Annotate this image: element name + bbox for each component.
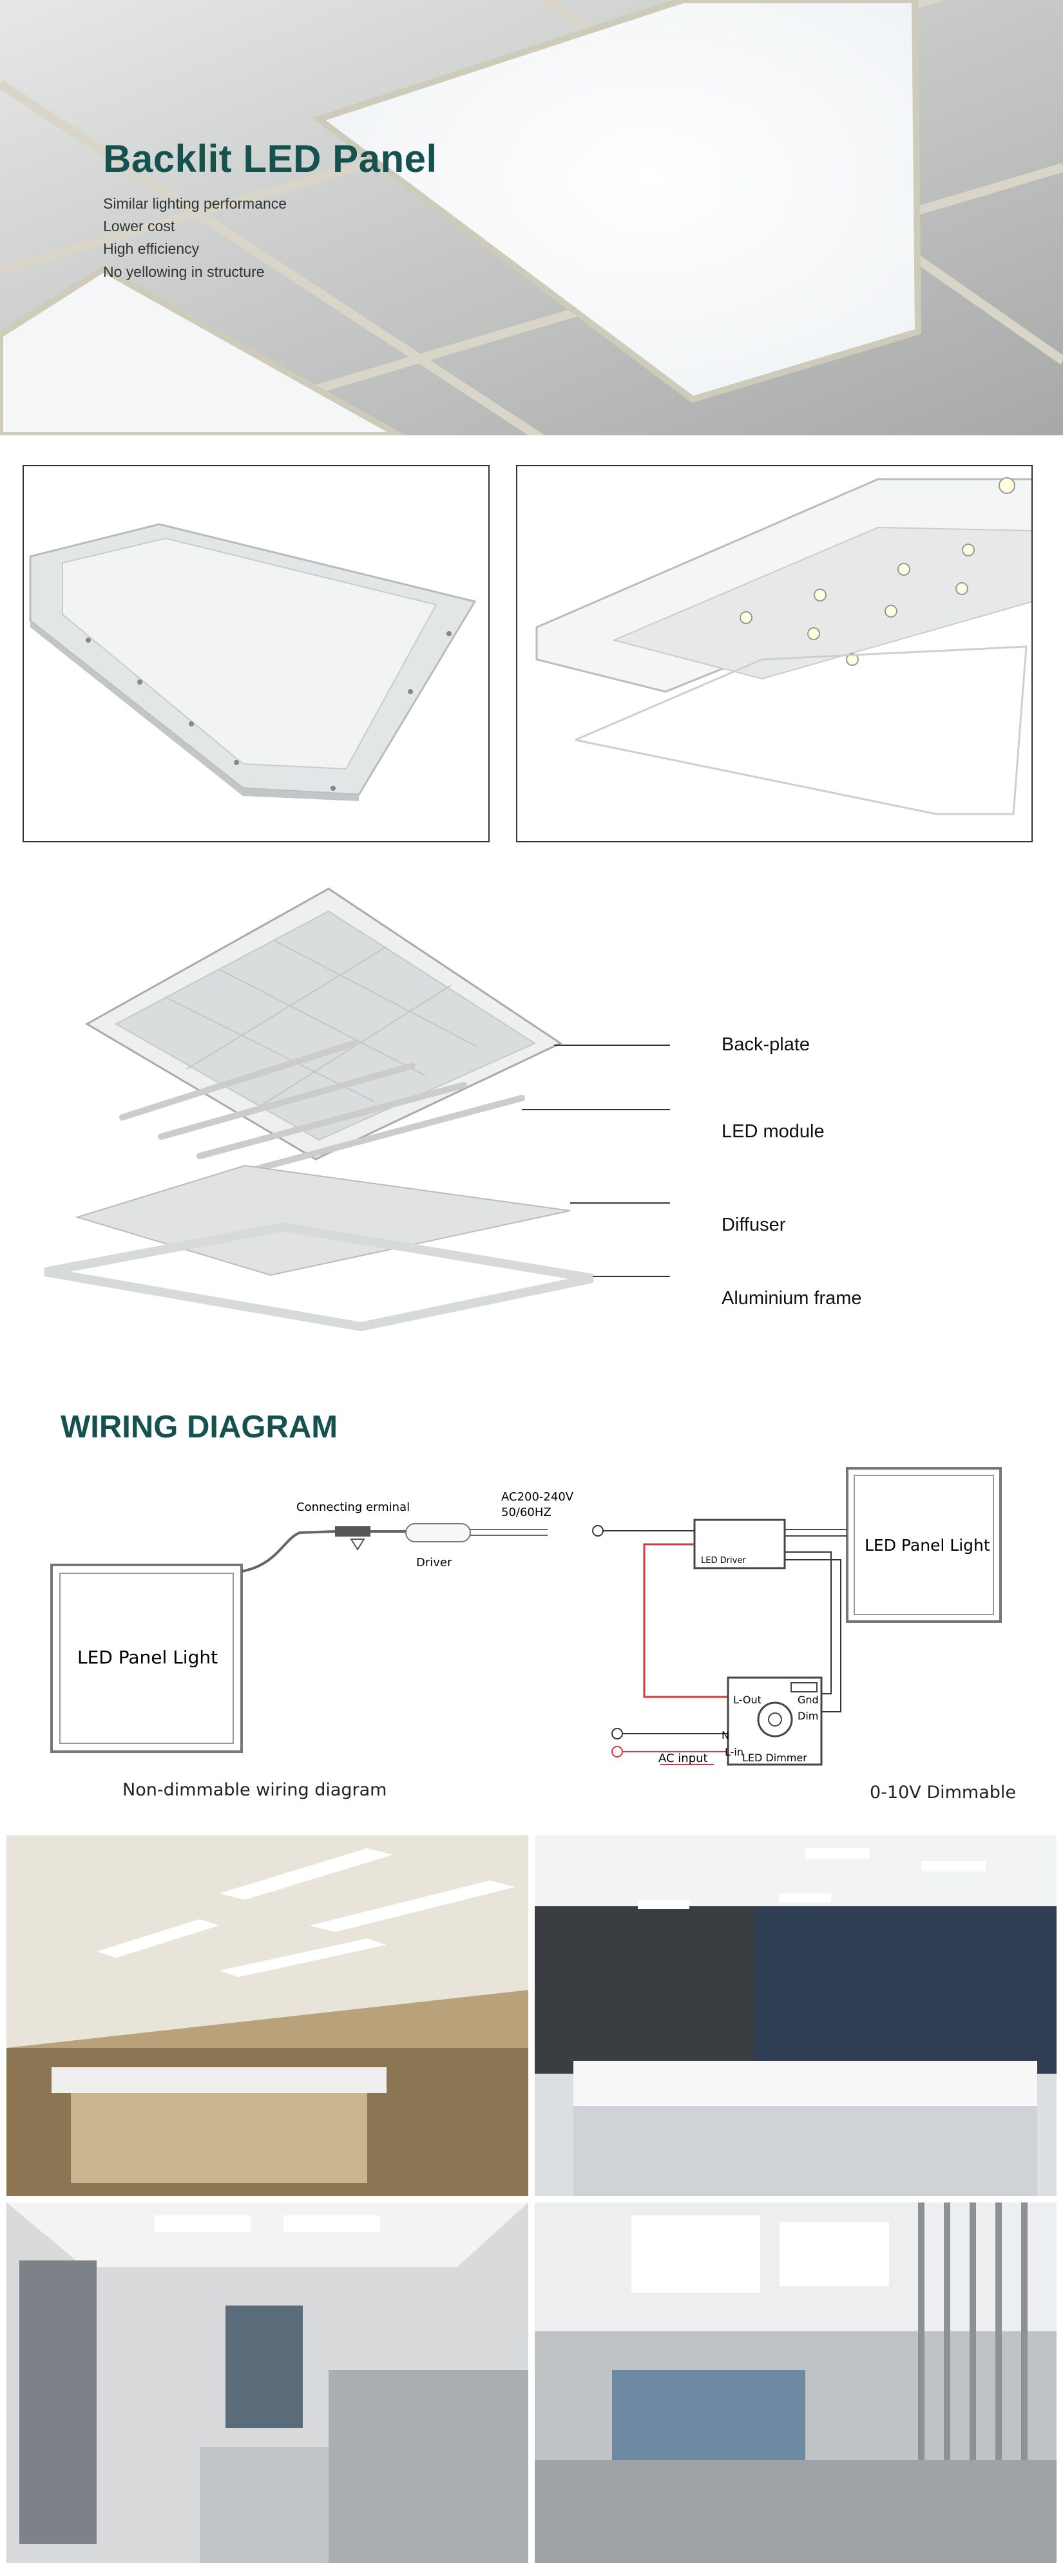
- dimmable-caption: 0-10V Dimmable: [870, 1783, 1017, 1803]
- label-back-plate: Back-plate: [722, 1034, 810, 1055]
- application-photo-showroom: [6, 1835, 528, 2196]
- l-out-label: L-Out: [733, 1694, 761, 1706]
- n-label: N: [722, 1729, 729, 1741]
- led-driver-label: LED Driver: [701, 1556, 746, 1566]
- hero-title: Backlit LED Panel: [103, 137, 437, 180]
- label-diffuser: Diffuser: [722, 1215, 786, 1235]
- office-photo: [535, 1835, 1057, 2196]
- ac-input-label: AC input: [658, 1752, 708, 1765]
- application-photo-kitchen: [6, 2202, 528, 2563]
- ac-spec-line1: AC200-240V: [501, 1490, 574, 1504]
- showroom-photo: [6, 1835, 528, 2196]
- application-photo-lobby: [535, 2202, 1057, 2563]
- label-aluminium-frame: Aluminium frame: [722, 1288, 862, 1309]
- label-led-module: LED module: [722, 1121, 825, 1142]
- non-dimmable-caption: Non-dimmable wiring diagram: [122, 1780, 387, 1800]
- lobby-photo: [535, 2202, 1057, 2563]
- gnd-label: Gnd: [798, 1694, 819, 1706]
- panel-internal-illustration: [535, 477, 1031, 815]
- application-photo-office: [535, 1835, 1057, 2196]
- connecting-terminal-label: Connecting erminal: [296, 1501, 410, 1514]
- l-in-label: L-in: [725, 1746, 743, 1758]
- panel-internal-render: [516, 465, 1033, 842]
- feature-item: High efficiency: [103, 240, 200, 257]
- wiring-diagram-title: WIRING DIAGRAM: [61, 1410, 338, 1444]
- feature-item: Lower cost: [103, 218, 175, 234]
- led-dimmer-label: LED Dimmer: [742, 1752, 807, 1764]
- wiring-diagram: Connecting erminal AC200-240V 50/60HZ Dr…: [50, 1467, 1002, 1766]
- driver-label: Driver: [416, 1556, 452, 1569]
- exploded-view-illustration: [44, 887, 670, 1332]
- panel-back-render: [23, 465, 490, 842]
- dim-label: Dim: [798, 1710, 818, 1722]
- left-panel-label: LED Panel Light: [77, 1647, 218, 1668]
- right-panel-label: LED Panel Light: [865, 1536, 990, 1555]
- panel-back-illustration: [29, 523, 477, 801]
- ceiling-panel-illustration: [0, 0, 1063, 435]
- feature-item: Similar lighting performance: [103, 195, 287, 212]
- hero-banner: Backlit LED Panel Similar lighting perfo…: [0, 0, 1063, 435]
- ac-spec-line2: 50/60HZ: [501, 1506, 551, 1519]
- feature-item: No yellowing in structure: [103, 263, 265, 280]
- kitchen-photo: [6, 2202, 528, 2563]
